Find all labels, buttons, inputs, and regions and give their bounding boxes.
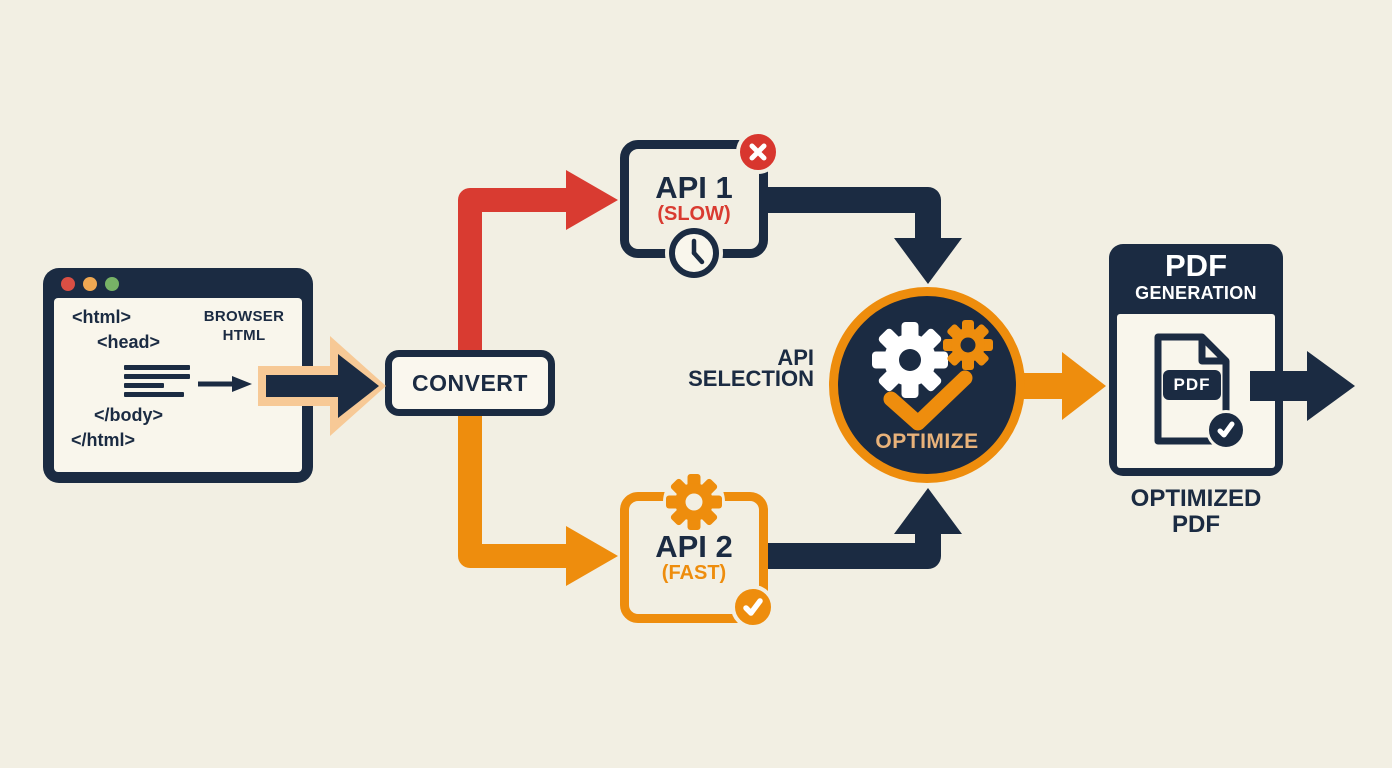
- text-line: [124, 383, 164, 388]
- pdf-header-line1: PDF: [1165, 248, 1227, 283]
- traffic-light-orange-dot: [83, 277, 97, 291]
- api-selection-line1: API: [777, 345, 814, 370]
- text-line: [124, 365, 190, 370]
- pdf-header-line2: GENERATION: [1135, 282, 1257, 303]
- convert-label: CONVERT: [412, 369, 528, 396]
- api1-subtitle: (SLOW): [657, 203, 731, 225]
- api1-node: API 1 (SLOW): [620, 130, 780, 278]
- optimize-label: OPTIMIZE: [875, 430, 979, 453]
- clock-hands: [691, 238, 705, 265]
- browser-content: <html> <head> </body> </html> BROWSER HT…: [54, 298, 302, 472]
- optimized-pdf-caption: OPTIMIZED PDF: [1109, 485, 1283, 539]
- optimize-circle: OPTIMIZE: [829, 287, 1025, 483]
- right-arrow-icon: [198, 376, 252, 392]
- check-icon: [1217, 421, 1235, 438]
- api2-title: API 2: [655, 528, 733, 564]
- browser-html-label-line1: BROWSER: [203, 308, 285, 325]
- error-badge: [736, 130, 780, 174]
- browser-window: <html> <head> </body> </html> BROWSER HT…: [43, 268, 313, 483]
- pdf-file-icon: PDF: [1150, 331, 1246, 450]
- arrow-convert-to-api2: [458, 412, 618, 586]
- clock-icon: [669, 228, 719, 278]
- code-line: <head>: [97, 332, 161, 352]
- api-selection-line2: SELECTION: [688, 366, 814, 391]
- success-badge: [731, 585, 775, 629]
- api2-subtitle: (FAST): [661, 561, 727, 584]
- arrow-optimize-to-pdf: [1016, 352, 1106, 420]
- code-line: </body>: [94, 405, 164, 425]
- browser-html-label: BROWSER HTML: [192, 308, 296, 346]
- optimized-pdf-line2: PDF: [1172, 511, 1220, 539]
- api1-title: API 1: [655, 170, 733, 205]
- text-line: [124, 374, 190, 379]
- arrow-api2-to-optimize: [764, 488, 962, 569]
- text-lines-icon: [124, 365, 190, 397]
- traffic-light-red-dot: [61, 277, 75, 291]
- code-line: </html>: [71, 430, 136, 450]
- pdf-generation-header: PDF GENERATION: [1109, 248, 1283, 303]
- text-line: [124, 392, 184, 397]
- pdf-node-body: PDF: [1117, 314, 1275, 468]
- arrow-api1-to-optimize: [764, 187, 962, 284]
- pdf-generation-node: PDF GENERATION PDF: [1109, 244, 1283, 476]
- gear-icon: [663, 471, 725, 533]
- code-line: <html>: [72, 307, 132, 327]
- pdf-check-badge: [1206, 410, 1246, 450]
- check-icon: [883, 370, 973, 431]
- optimized-pdf-line1: OPTIMIZED: [1130, 485, 1262, 512]
- pdf-chip: PDF: [1163, 370, 1221, 400]
- traffic-light-dots: [61, 277, 119, 291]
- traffic-light-green-dot: [105, 277, 119, 291]
- api2-node: API 2 (FAST): [620, 471, 775, 629]
- arrow-convert-to-api1: [458, 170, 618, 358]
- cross-icon: [749, 143, 767, 161]
- convert-node: CONVERT: [385, 350, 555, 416]
- check-icon: [743, 598, 763, 616]
- optimize-icons: [872, 320, 993, 431]
- api-selection-label: API SELECTION: [630, 345, 814, 391]
- browser-html-label-line2: HTML: [222, 326, 266, 344]
